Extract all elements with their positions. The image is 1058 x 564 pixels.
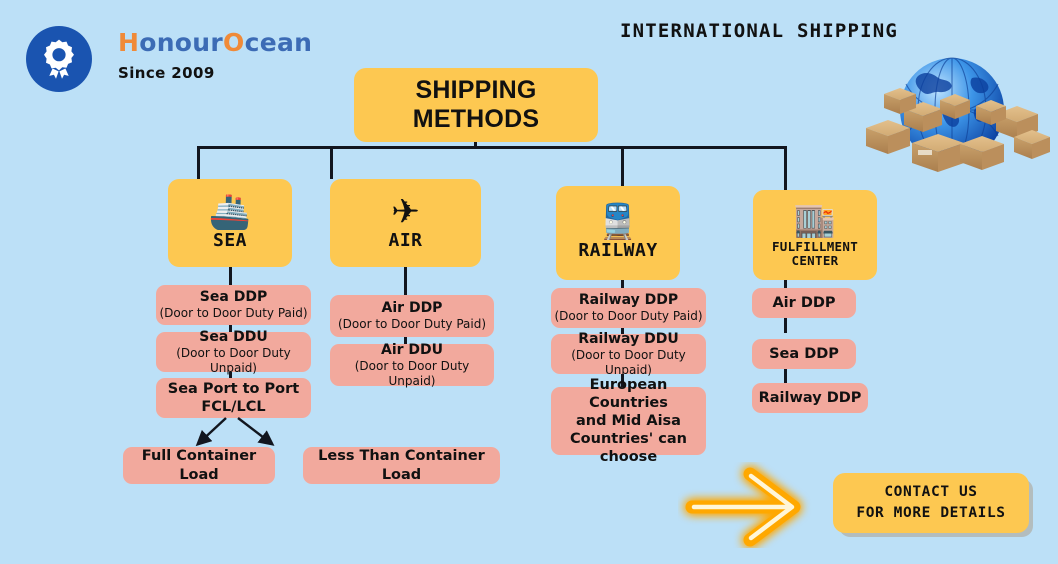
node-sea-ddu-sub: (Door to Door Duty Unpaid): [176, 346, 291, 375]
connector-ffc-2: [784, 318, 787, 333]
node-sea-ddp-sub: (Door to Door Duty Paid): [159, 306, 308, 321]
node-air-ddu-title: Air DDU: [380, 342, 444, 359]
branch-label-railway: RAILWAY: [578, 240, 658, 262]
node-fcl-label: Full Container Load: [141, 448, 257, 483]
node-ffc-sea-ddp: Sea DDP: [752, 339, 856, 369]
connector-sea-3: [229, 372, 232, 380]
node-air-ddp-title: Air DDP: [381, 300, 443, 317]
branch-node-fulfillment-center: 🏬 FULFILLMENT CENTER: [753, 190, 877, 280]
brand-initial-o: O: [223, 28, 245, 57]
node-sea-ddp-title: Sea DDP: [199, 289, 268, 306]
warehouse-icon: 🏬: [793, 200, 837, 241]
airplane-icon: ✈: [391, 192, 420, 233]
node-sea-ddp: Sea DDP (Door to Door Duty Paid): [156, 285, 311, 325]
connector-air-2: [404, 337, 407, 346]
branch-label-fulfillment-line2: CENTER: [791, 252, 839, 268]
root-label: SHIPPING METHODS: [412, 76, 540, 133]
ship-icon: 🚢: [208, 192, 252, 233]
node-sea-p2p-sub: FCL/LCL: [201, 399, 266, 415]
node-railway-ddp: Railway DDP (Door to Door Duty Paid): [551, 288, 706, 328]
node-railway-ddu-title: Railway DDU: [578, 331, 679, 348]
branch-node-sea: 🚢 SEA: [168, 179, 292, 267]
node-full-container-load: Full Container Load: [123, 447, 275, 484]
cta-line-1: CONTACT US: [884, 483, 978, 500]
globe-with-parcels-image: [848, 48, 1056, 180]
right-arrow-glow-icon: [678, 462, 818, 548]
award-badge-icon: [26, 26, 92, 92]
node-railway-coverage: European Countries and Mid Aisa Countrie…: [551, 377, 706, 465]
node-air-ddp: Air DDP (Door to Door Duty Paid): [330, 295, 494, 337]
branch-label-air: AIR: [388, 230, 423, 252]
brand-initial-h: H: [118, 28, 140, 57]
brand-cean: cean: [244, 28, 313, 57]
node-less-than-container-load: Less Than Container Load: [303, 447, 500, 484]
node-ffc-railway-ddp-label: Railway DDP: [758, 389, 862, 406]
connector-sea-2: [229, 325, 232, 335]
node-sea-p2p-title: Sea Port to Port: [167, 380, 300, 397]
branch-label-fulfillment-line1: FULFILLMENT: [771, 239, 859, 255]
connector-sea-split-arrows: [195, 417, 275, 447]
node-ffc-air-ddp: Air DDP: [752, 288, 856, 318]
node-sea-ddu: Sea DDU (Door to Door Duty Unpaid): [156, 329, 311, 375]
node-air-ddu: Air DDU (Door to Door Duty Unpaid): [330, 342, 494, 388]
branch-label-sea: SEA: [212, 230, 247, 252]
node-railway-ddp-title: Railway DDP: [578, 292, 679, 309]
connector-sea-1: [229, 267, 232, 286]
diagram-root-shipping-methods: SHIPPING METHODS: [354, 68, 598, 142]
brand-name: HonourOcean: [118, 30, 312, 55]
connector-drop-fulfillment: [784, 146, 787, 190]
branch-node-air: ✈ AIR: [330, 179, 481, 267]
node-lcl-label: Less Than Container Load: [318, 448, 485, 483]
node-sea-port-to-port: Sea Port to Port FCL/LCL: [156, 378, 311, 418]
connector-root-bus: [197, 146, 787, 149]
node-air-ddp-sub: (Door to Door Duty Paid): [337, 317, 487, 332]
cta-line-2: FOR MORE DETAILS: [856, 505, 1006, 521]
company-logo: HonourOcean Since 2009: [26, 26, 326, 96]
connector-drop-sea: [197, 146, 200, 179]
connector-drop-railway: [621, 146, 624, 186]
logo-tagline: Since 2009: [118, 64, 215, 82]
branch-node-railway: 🚆 RAILWAY: [556, 186, 680, 280]
brand-onour: onour: [139, 28, 224, 57]
node-railway-ddu-sub: (Door to Door Duty Unpaid): [571, 348, 686, 377]
node-railway-ddp-sub: (Door to Door Duty Paid): [554, 309, 703, 324]
contact-us-button[interactable]: CONTACT US FOR MORE DETAILS: [833, 473, 1029, 533]
connector-drop-air: [330, 146, 333, 179]
node-air-ddu-sub: (Door to Door Duty Unpaid): [354, 359, 470, 388]
page-title: INTERNATIONAL SHIPPING: [620, 20, 899, 42]
node-railway-coverage-label: European Countries and Mid Aisa Countrie…: [570, 376, 687, 466]
node-railway-ddu: Railway DDU (Door to Door Duty Unpaid): [551, 331, 706, 377]
node-ffc-sea-ddp-label: Sea DDP: [769, 345, 839, 362]
connector-air-1: [404, 267, 407, 295]
logo-text-block: HonourOcean Since 2009: [118, 30, 312, 82]
connector-railway-1: [621, 280, 624, 290]
node-ffc-air-ddp-label: Air DDP: [772, 294, 836, 311]
node-sea-ddu-title: Sea DDU: [199, 329, 268, 346]
connector-railway-2: [621, 328, 624, 336]
connector-railway-3: [621, 374, 624, 387]
connector-root-stem: [474, 142, 477, 149]
connector-ffc-3: [784, 369, 787, 383]
train-icon: 🚆: [596, 202, 640, 243]
node-ffc-railway-ddp: Railway DDP: [752, 383, 868, 413]
connector-ffc-1: [784, 280, 787, 289]
